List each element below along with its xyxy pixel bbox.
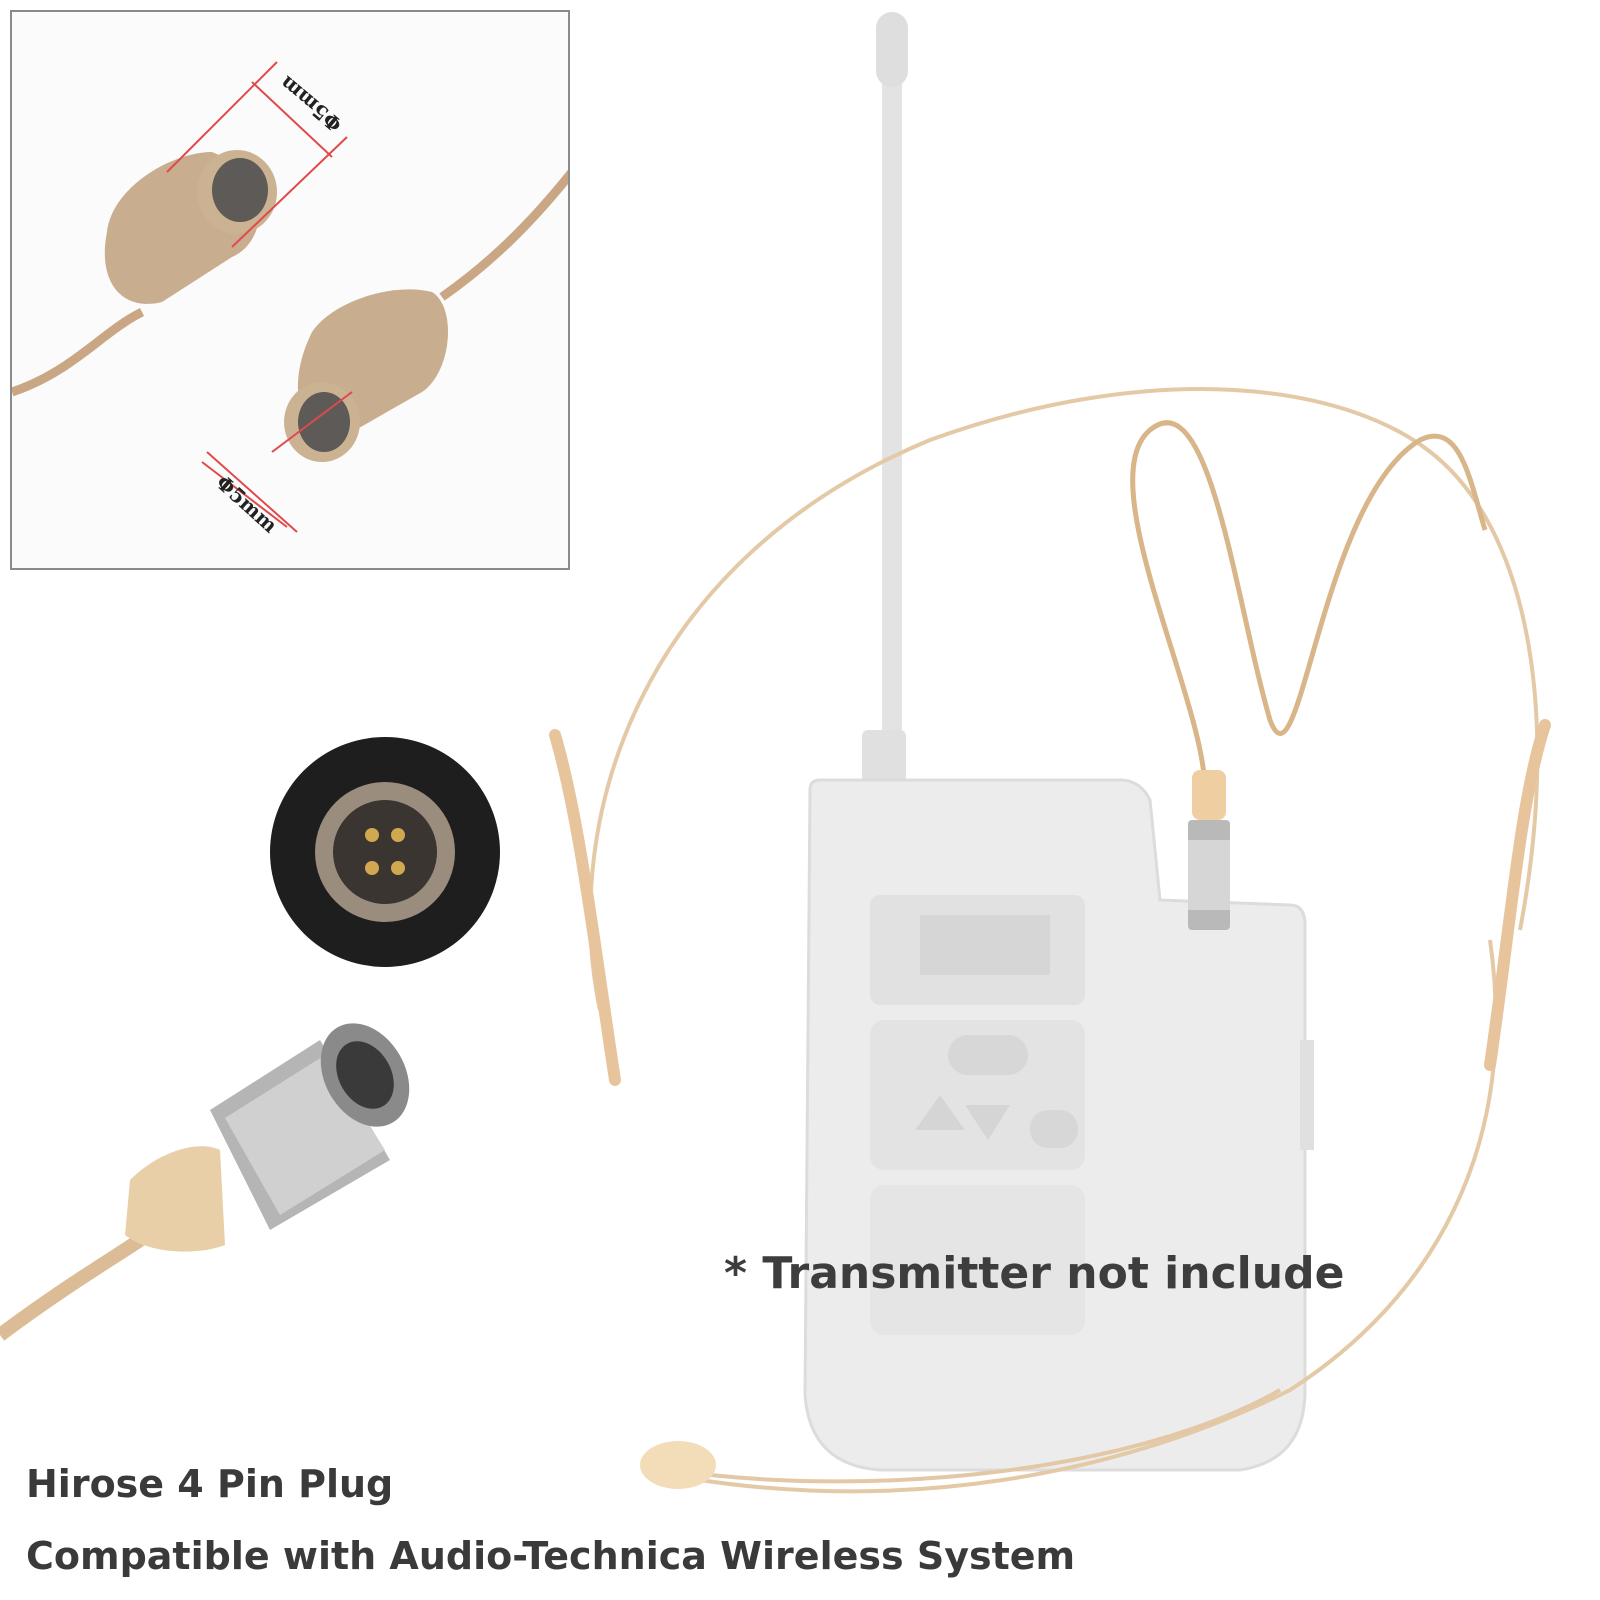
mic-cable [1130, 420, 1488, 791]
mic-closeup-graphic [12, 61, 568, 533]
transmitter-antenna [862, 12, 908, 800]
mic-capsule-lower [284, 289, 449, 462]
transmitter-notice: * Transmitter not include [724, 1248, 1345, 1299]
ear-hooks [549, 719, 1551, 1086]
transmitter-connector [1188, 770, 1230, 930]
transmitter-body [803, 778, 1314, 1472]
mic-dimension-inset: Φ5mm Φ5mm [10, 10, 570, 570]
compatibility-caption: Compatible with Audio-Technica Wireless … [26, 1534, 1076, 1578]
plug-type-caption: Hirose 4 Pin Plug [26, 1462, 394, 1506]
headset-band [588, 387, 1540, 1494]
mic-capsule-upper [104, 150, 277, 304]
mic-windscreen [640, 1441, 716, 1489]
mic-boom [669, 1388, 1281, 1484]
